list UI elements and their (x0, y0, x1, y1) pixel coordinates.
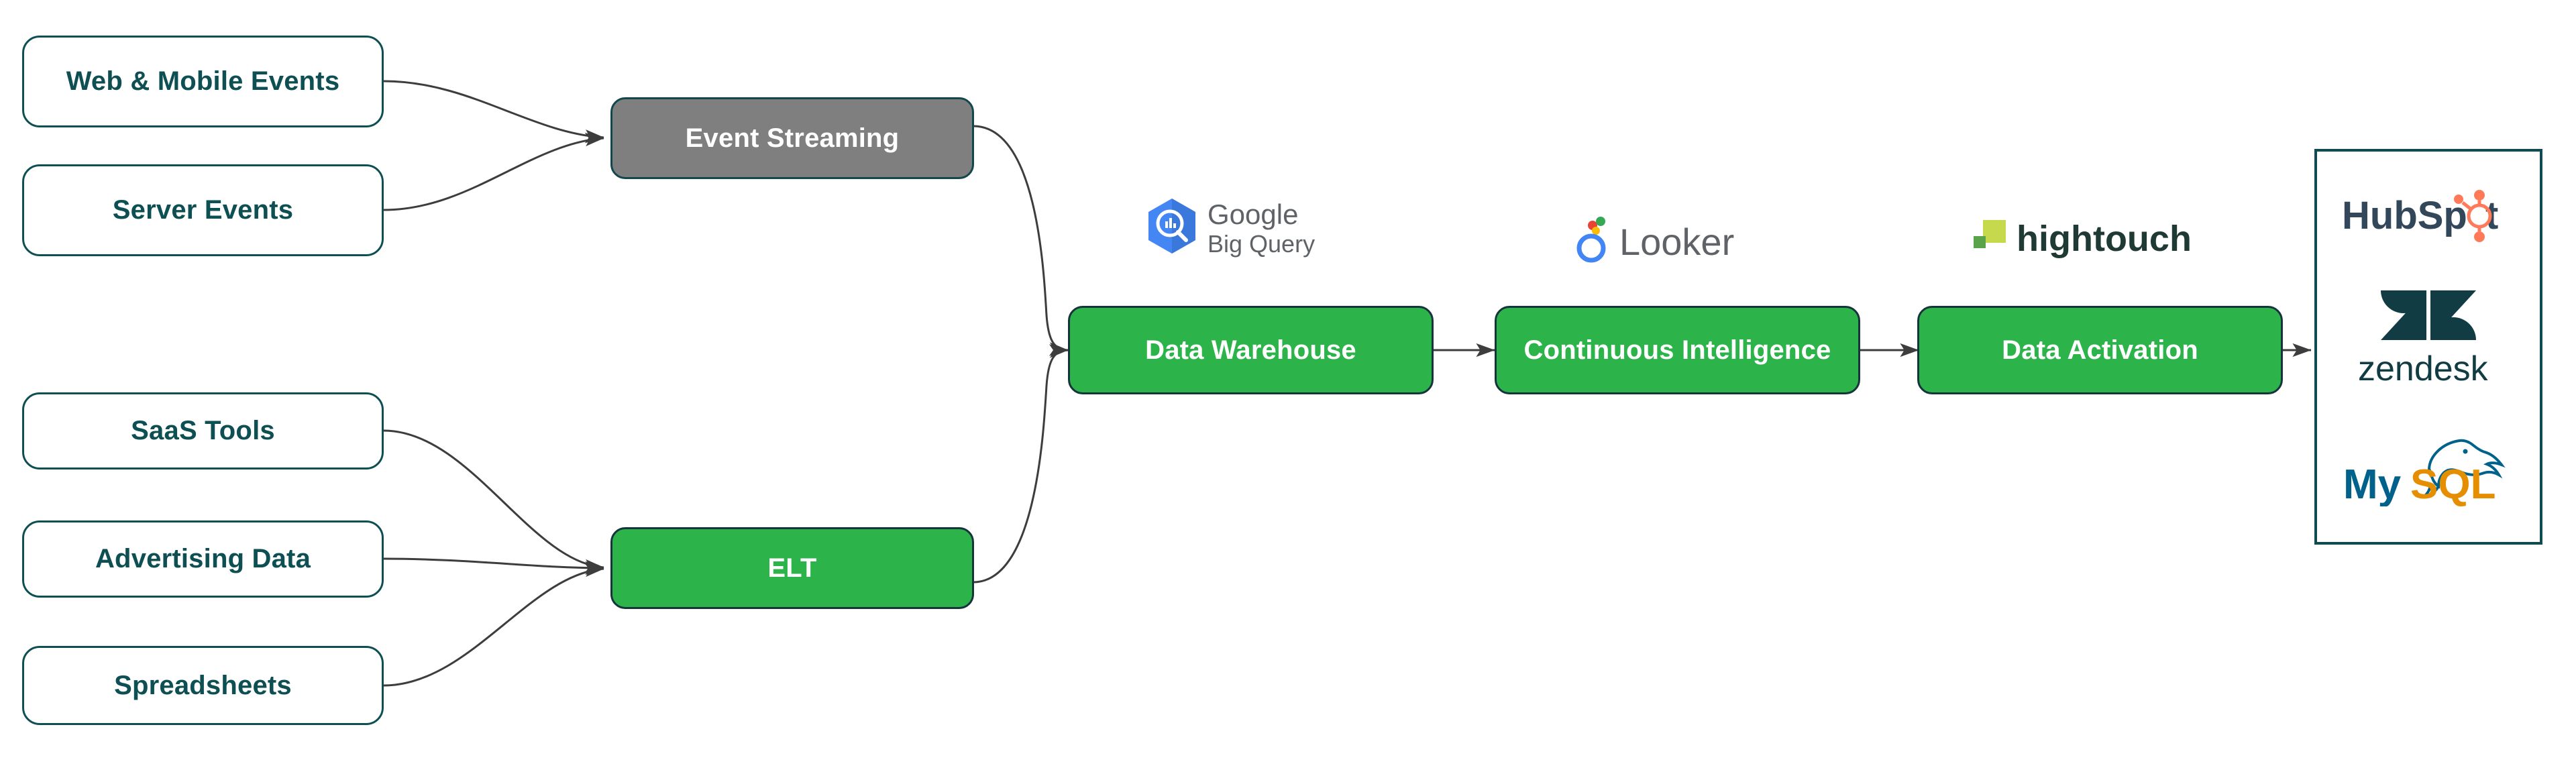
edge-saas-to-elt (383, 429, 604, 573)
hubspot-logo[interactable]: HubSp t (2341, 187, 2516, 245)
edge-spreadsheets-to-elt (383, 563, 604, 687)
hightouch-mark-icon (1974, 220, 2006, 248)
looker-logo: Looker (1570, 213, 1771, 267)
source-box-server-events[interactable]: Server Events (22, 164, 384, 256)
stage-label: Data Warehouse (1145, 335, 1356, 365)
stage-label: ELT (767, 553, 817, 583)
google-bigquery-logo: Google Big Query (1134, 193, 1355, 267)
edge-streaming-to-warehouse (973, 125, 1069, 356)
mysql-dolphin-icon (2421, 439, 2506, 498)
source-label: Advertising Data (95, 544, 311, 573)
looker-mark-icon (1576, 217, 1606, 263)
edge-server-to-streaming (383, 132, 604, 211)
mysql-logo[interactable]: My SQL (2341, 425, 2516, 506)
stage-box-data-warehouse[interactable]: Data Warehouse (1068, 306, 1434, 394)
edge-web-to-streaming (383, 80, 604, 144)
source-label: Server Events (112, 195, 294, 225)
bigquery-logo-line2: Big Query (1208, 230, 1315, 258)
source-box-advertising-data[interactable]: Advertising Data (22, 520, 384, 598)
bigquery-hexagon-icon (1148, 199, 1195, 254)
stage-label: Event Streaming (685, 123, 900, 153)
hightouch-logo: hightouch (1972, 216, 2241, 263)
bigquery-logo-line1: Google (1208, 199, 1298, 230)
stage-box-continuous-intelligence[interactable]: Continuous Intelligence (1495, 306, 1860, 394)
looker-logo-text: Looker (1619, 221, 1734, 263)
source-box-web-mobile-events[interactable]: Web & Mobile Events (22, 36, 384, 127)
hubspot-label-part2: t (2485, 194, 2498, 237)
zendesk-label: zendesk (2358, 349, 2489, 388)
stage-box-event-streaming[interactable]: Event Streaming (610, 97, 974, 179)
edge-elt-to-warehouse (973, 344, 1069, 584)
hubspot-sprocket-icon (2454, 190, 2492, 242)
edge-ads-to-elt (383, 557, 604, 575)
hightouch-logo-text: hightouch (2017, 219, 2192, 259)
stage-box-data-activation[interactable]: Data Activation (1917, 306, 2283, 394)
stage-box-elt[interactable]: ELT (610, 527, 974, 609)
source-box-spreadsheets[interactable]: Spreadsheets (22, 646, 384, 725)
zendesk-logo[interactable]: zendesk (2351, 281, 2506, 388)
stage-label: Data Activation (2002, 335, 2198, 365)
source-label: SaaS Tools (131, 416, 275, 445)
source-box-saas-tools[interactable]: SaaS Tools (22, 392, 384, 470)
source-label: Spreadsheets (114, 670, 292, 700)
zendesk-mark-icon (2381, 290, 2476, 340)
mysql-label-part1: My (2343, 461, 2402, 506)
destinations-panel: HubSp t (2314, 149, 2542, 545)
hubspot-label-part1: HubSp (2342, 194, 2467, 237)
mysql-label-part2: SQL (2410, 461, 2496, 506)
source-label: Web & Mobile Events (66, 66, 340, 96)
stage-label: Continuous Intelligence (1523, 335, 1831, 365)
